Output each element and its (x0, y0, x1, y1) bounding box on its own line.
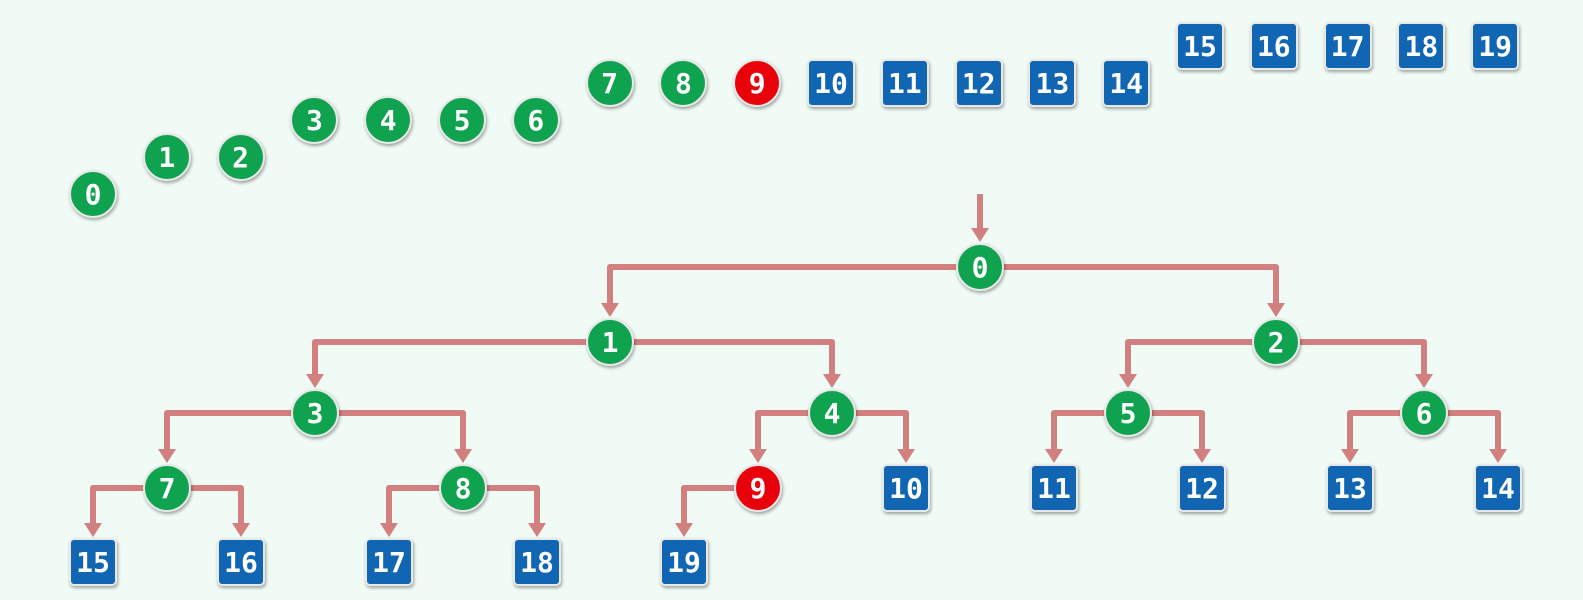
tree-edge (681, 485, 758, 527)
tree-edge (315, 410, 466, 453)
edge-arrowhead (601, 303, 619, 317)
tree-edge (90, 485, 167, 527)
array-element: 5 (438, 96, 486, 144)
tree-node: 18 (513, 538, 561, 586)
edge-arrowhead (1045, 449, 1063, 463)
tree-node: 16 (217, 538, 265, 586)
tree-node: 2 (1252, 318, 1300, 366)
edge-arrowhead (306, 374, 324, 388)
array-element: 17 (1323, 22, 1372, 70)
tree-edge (1125, 339, 1276, 378)
tree-node: 7 (143, 464, 191, 512)
tree-node: 14 (1474, 464, 1522, 512)
array-element: 4 (364, 96, 413, 144)
tree-edge (832, 410, 909, 453)
tree-node: 5 (1104, 389, 1152, 437)
tree-edge (164, 410, 315, 453)
tree-edge (312, 339, 610, 378)
tree-edge (463, 485, 540, 527)
edge-arrowhead (1119, 374, 1137, 388)
array-element: 9 (733, 59, 782, 107)
tree-node: 9 (734, 464, 782, 512)
array-element: 3 (290, 96, 339, 144)
edge-arrowhead (1267, 303, 1285, 317)
tree-node: 10 (882, 464, 930, 512)
edge-arrowhead (823, 374, 841, 388)
edge-arrowhead (749, 449, 767, 463)
edge-arrowhead (897, 449, 915, 463)
tree-edge (755, 410, 832, 453)
tree-edge (607, 264, 980, 307)
edge-arrowhead (528, 523, 546, 537)
tree-node: 3 (291, 389, 339, 437)
tree-node: 11 (1030, 464, 1078, 512)
array-element: 10 (807, 59, 855, 107)
array-element: 6 (511, 96, 560, 144)
array-element: 18 (1397, 22, 1446, 70)
edge-arrowhead (1415, 374, 1433, 388)
edge-arrowhead (232, 523, 250, 537)
array-element: 0 (69, 170, 117, 218)
array-element: 19 (1471, 22, 1520, 70)
tree-edge (1347, 410, 1424, 453)
array-element: 8 (659, 59, 708, 107)
edge-arrowhead (675, 523, 693, 537)
tree-node: 6 (1400, 389, 1448, 437)
tree-node: 4 (808, 389, 856, 437)
edge-arrowhead (1193, 449, 1211, 463)
tree-edge (980, 264, 1279, 307)
edge-arrowhead (84, 523, 102, 537)
edge-arrowhead (1341, 449, 1359, 463)
array-element: 14 (1102, 59, 1151, 107)
tree-node: 1 (586, 318, 634, 366)
tree-node: 17 (365, 538, 413, 586)
edge-arrowhead (971, 228, 989, 242)
edge-arrowhead (1489, 449, 1507, 463)
array-element: 7 (585, 59, 634, 107)
tree-edge (1051, 410, 1128, 453)
tree-edge (167, 485, 244, 527)
tree-edge (1128, 410, 1205, 453)
array-element: 15 (1176, 22, 1224, 70)
tree-node: 13 (1326, 464, 1374, 512)
tree-edge (1424, 410, 1501, 453)
tree-edge (610, 339, 835, 378)
array-element: 1 (142, 133, 191, 181)
array-element: 2 (216, 133, 265, 181)
array-element: 13 (1028, 59, 1077, 107)
tree-node: 12 (1178, 464, 1226, 512)
edge-arrowhead (454, 449, 472, 463)
tree-node: 0 (956, 243, 1004, 291)
tree-edge (386, 485, 463, 527)
array-element: 11 (880, 59, 929, 107)
edge-arrowhead (158, 449, 176, 463)
array-element: 12 (954, 59, 1003, 107)
array-element: 16 (1249, 22, 1298, 70)
tree-node: 8 (439, 464, 487, 512)
tree-node: 19 (660, 538, 708, 586)
tree-edge (1276, 339, 1427, 378)
edge-arrowhead (380, 523, 398, 537)
tree-node: 15 (69, 538, 117, 586)
